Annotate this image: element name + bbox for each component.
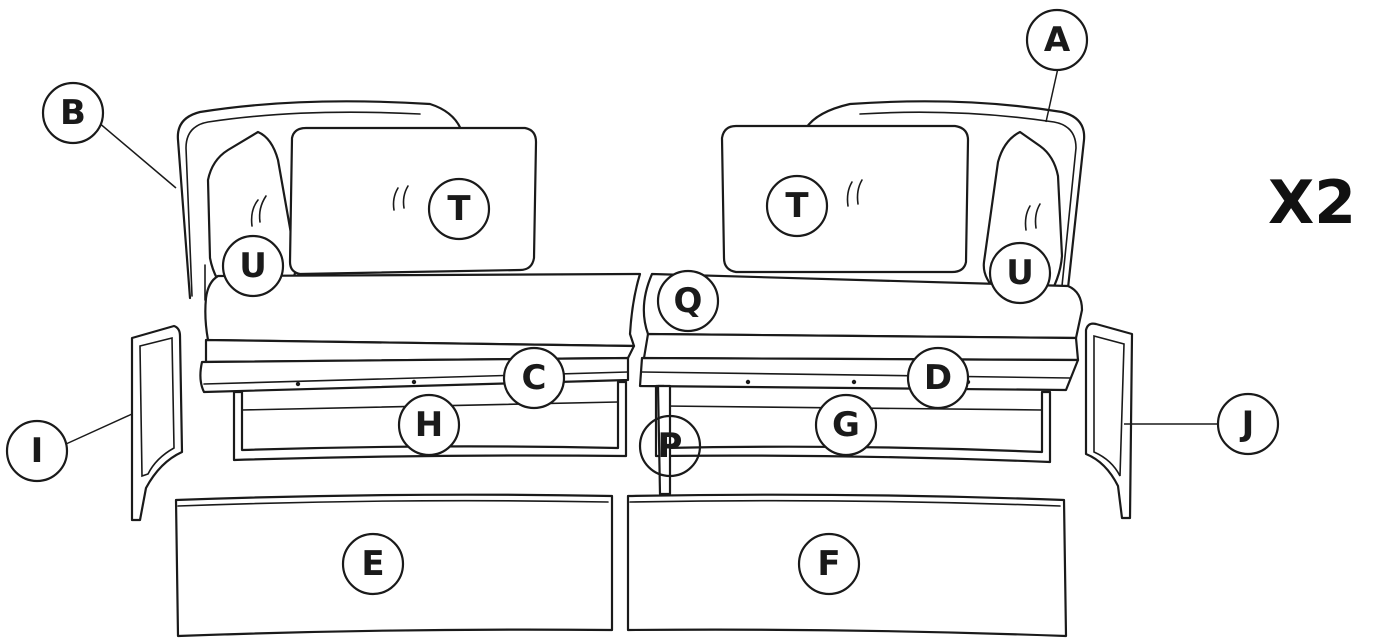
svg-text:A: A <box>1044 20 1071 60</box>
callout-q: Q <box>656 269 720 333</box>
svg-text:I: I <box>31 431 44 471</box>
part-p-connector <box>656 384 672 496</box>
callout-g: G <box>814 393 878 457</box>
part-c-left-seat-front <box>199 338 636 394</box>
svg-text:J: J <box>1240 404 1255 444</box>
svg-text:P: P <box>658 426 683 466</box>
callout-t-right: T <box>765 174 829 238</box>
svg-text:E: E <box>361 544 384 584</box>
part-q-seat-cushions <box>204 272 1084 348</box>
svg-text:F: F <box>817 544 840 584</box>
callout-j: J <box>1216 392 1280 456</box>
callout-u-left: U <box>221 234 285 298</box>
leader-a <box>1045 67 1059 123</box>
callout-e: E <box>341 532 405 596</box>
callout-t-left: T <box>427 177 491 241</box>
part-t-right-back-cushion <box>720 124 970 274</box>
callout-u-right: U <box>988 241 1052 305</box>
svg-text:G: G <box>832 405 860 445</box>
part-i-left-arm-panel <box>130 324 184 522</box>
part-d-right-seat-front <box>638 332 1080 392</box>
callout-d: D <box>906 346 970 410</box>
quantity-label: X2 <box>1268 168 1356 238</box>
callout-h: H <box>397 393 461 457</box>
leader-b <box>97 121 177 189</box>
callout-b: B <box>41 81 105 145</box>
svg-text:H: H <box>415 405 443 445</box>
svg-text:Q: Q <box>674 281 703 321</box>
leader-i <box>65 413 133 445</box>
svg-text:D: D <box>924 358 952 398</box>
svg-text:T: T <box>785 186 809 226</box>
svg-text:T: T <box>447 189 471 229</box>
callout-i: I <box>5 419 69 483</box>
svg-text:U: U <box>239 246 267 286</box>
svg-text:C: C <box>522 358 547 398</box>
callout-p: P <box>638 414 702 478</box>
callout-c: C <box>502 346 566 410</box>
svg-text:U: U <box>1006 253 1034 293</box>
callout-a: A <box>1025 8 1089 72</box>
part-j-right-arm-panel <box>1084 322 1134 520</box>
svg-text:B: B <box>60 93 86 133</box>
part-t-left-back-cushion <box>288 126 538 276</box>
callout-f: F <box>797 532 861 596</box>
